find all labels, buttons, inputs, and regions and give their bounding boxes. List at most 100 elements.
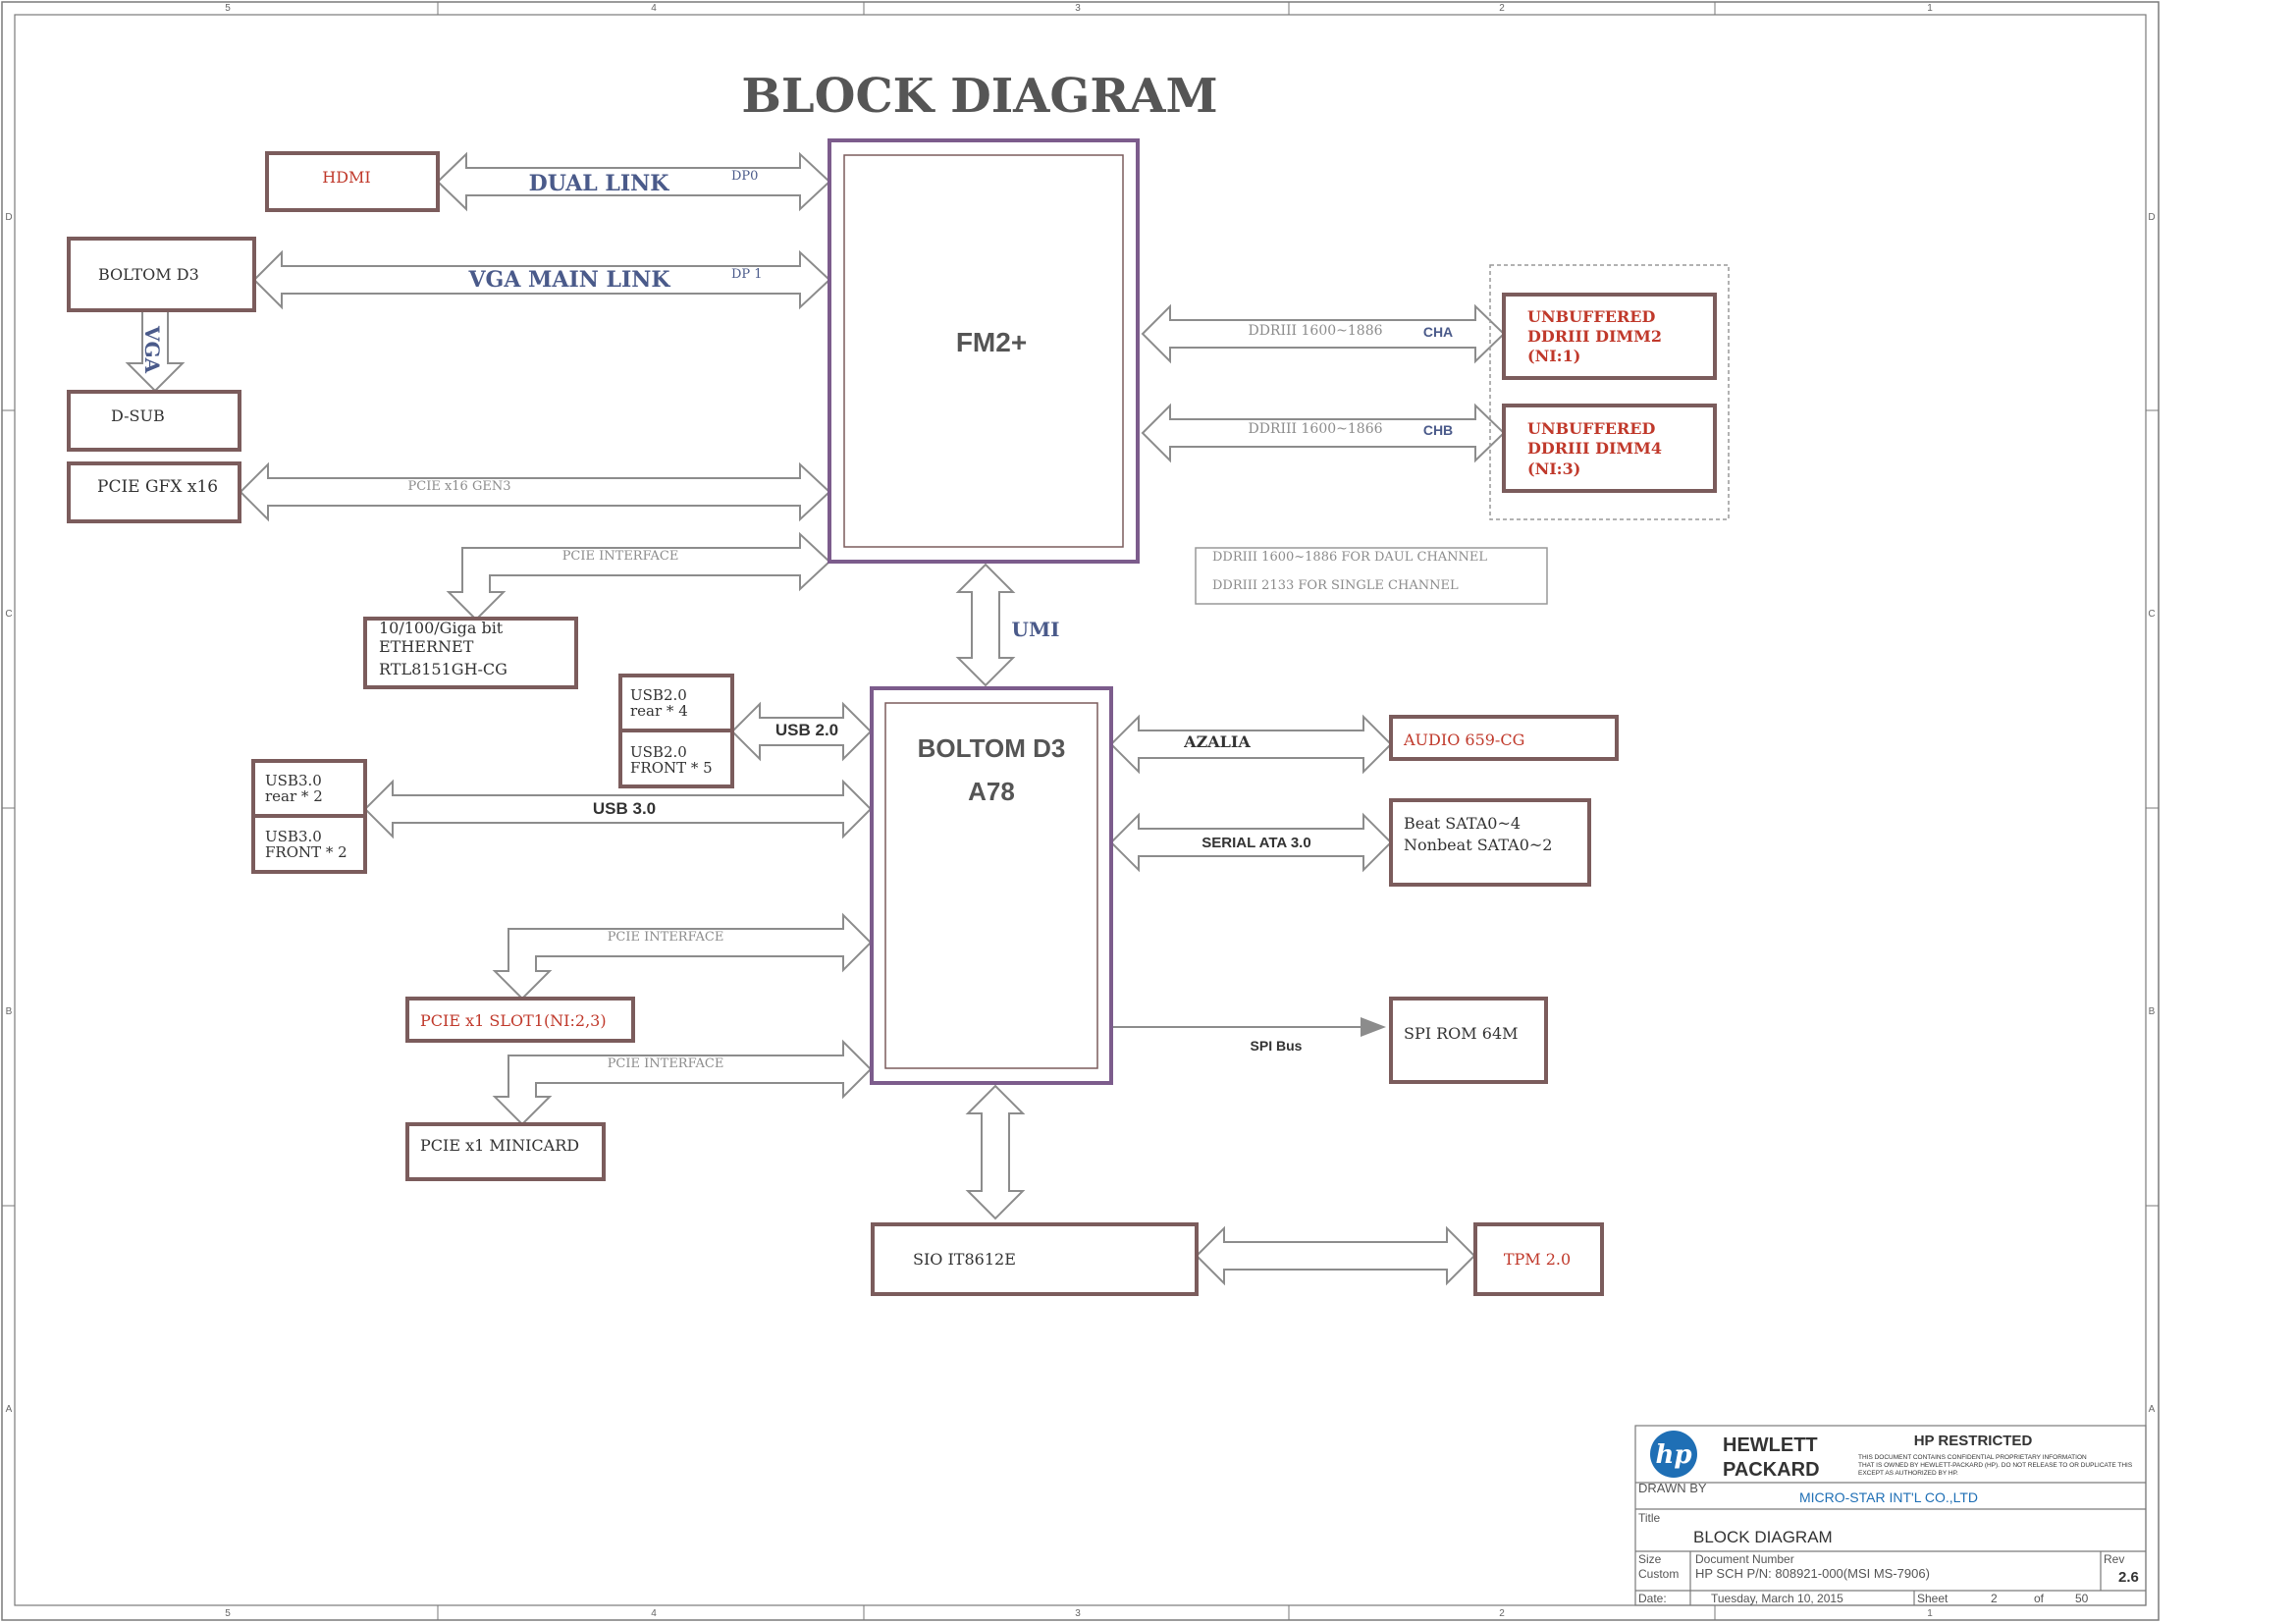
arrow-tpm bbox=[1195, 1225, 1476, 1286]
date-label: Date: bbox=[1638, 1592, 1667, 1605]
sheet-label: Sheet bbox=[1917, 1592, 1949, 1605]
arrow-azalia bbox=[1109, 714, 1393, 775]
notice-line-2: THAT IS OWNED BY HEWLETT-PACKARD (HP). D… bbox=[1858, 1462, 2133, 1469]
arrow-pcie-interface-ethernet bbox=[446, 531, 831, 622]
border-col-bottom-2: 2 bbox=[1499, 1608, 1505, 1619]
date-value: Tuesday, March 10, 2015 bbox=[1711, 1592, 1843, 1605]
border-col-top-1: 1 bbox=[1927, 3, 1933, 14]
drawn-by-label: DRAWN BY bbox=[1638, 1481, 1707, 1495]
chb-label: CHB bbox=[1423, 422, 1453, 438]
dsub-box bbox=[67, 390, 241, 452]
title-field-value: BLOCK DIAGRAM bbox=[1693, 1528, 1833, 1546]
border-row-right-c: C bbox=[2148, 609, 2155, 620]
fch-box-outer bbox=[870, 686, 1113, 1085]
boltom-vga-label: BOLTOM D3 bbox=[98, 265, 199, 284]
arrow-vga bbox=[125, 309, 186, 393]
bus-arrows bbox=[125, 151, 1506, 1286]
company-line-1: HEWLETT bbox=[1723, 1434, 1818, 1456]
tpm-box bbox=[1473, 1222, 1604, 1296]
usb2-front-label-1: USB2.0 bbox=[630, 743, 687, 761]
border-row-right-a: A bbox=[2149, 1404, 2156, 1415]
ethernet-label-2: ETHERNET bbox=[379, 637, 474, 656]
border-col-ticks bbox=[2, 2, 2159, 1620]
sata-link-label: SERIAL ATA 3.0 bbox=[1201, 835, 1310, 851]
notice-line-1: THIS DOCUMENT CONTAINS CONFIDENTIAL PROP… bbox=[1858, 1454, 2087, 1461]
fm2-label: FM2+ bbox=[956, 327, 1027, 357]
audio-label: AUDIO 659-CG bbox=[1403, 730, 1524, 749]
ddr-chb-label: DDRIII 1600~1866 bbox=[1248, 421, 1382, 437]
arrow-lpc bbox=[965, 1084, 1026, 1220]
component-boxes bbox=[67, 151, 1717, 1296]
docnum-label: Document Number bbox=[1695, 1552, 1794, 1566]
fch-label-1: BOLTOM D3 bbox=[918, 733, 1066, 763]
pcie-interface-ethernet-label: PCIE INTERFACE bbox=[562, 549, 679, 564]
dp1-label: DP 1 bbox=[731, 267, 763, 282]
dual-link-label: DUAL LINK bbox=[529, 171, 670, 196]
arrow-pcie-interface-slot bbox=[492, 912, 873, 1001]
cha-label: CHA bbox=[1423, 324, 1453, 340]
border-row-left-d: D bbox=[5, 212, 12, 223]
size-value: Custom bbox=[1638, 1567, 1679, 1581]
dimm2-label-3: (NI:1) bbox=[1527, 347, 1580, 365]
usb20-link-label: USB 2.0 bbox=[775, 721, 838, 739]
sata-label-2: Nonbeat SATA0~2 bbox=[1404, 836, 1552, 854]
border-row-right-b: B bbox=[2149, 1006, 2156, 1017]
svg-text:hp: hp bbox=[1655, 1440, 1691, 1470]
dsub-label: D-SUB bbox=[111, 406, 165, 425]
border-col-top-2: 2 bbox=[1499, 3, 1505, 14]
ddr-cha-label: DDRIII 1600~1886 bbox=[1248, 323, 1382, 339]
dimm4-label-1: UNBUFFERED bbox=[1527, 419, 1655, 438]
border-row-left-c: C bbox=[5, 609, 12, 620]
hdmi-label: HDMI bbox=[322, 168, 370, 187]
dimm4-box bbox=[1502, 404, 1717, 493]
of-value: 50 bbox=[2075, 1592, 2089, 1605]
minicard-box bbox=[405, 1122, 606, 1181]
hdmi-box bbox=[265, 151, 440, 212]
of-label: of bbox=[2034, 1592, 2045, 1605]
usb2-front-box bbox=[618, 729, 734, 788]
border-row-left-a: A bbox=[6, 1404, 13, 1415]
border-row-right-d: D bbox=[2148, 212, 2155, 223]
usb3-rear-box bbox=[251, 759, 367, 818]
chip-boxes bbox=[828, 138, 1140, 1085]
diagram-title: BLOCK DIAGRAM bbox=[741, 69, 1217, 124]
dimm4-label-3: (NI:3) bbox=[1527, 460, 1580, 478]
border-labels: 5 4 3 2 1 5 4 3 2 1 D C B A D C B A bbox=[5, 3, 2155, 1619]
title-field-label: Title bbox=[1638, 1511, 1661, 1525]
rev-value: 2.6 bbox=[2118, 1569, 2139, 1586]
hp-logo-icon: hp bbox=[1650, 1431, 1697, 1478]
pcie-gfx-label: PCIE GFX x16 bbox=[97, 477, 218, 497]
usb3-front-label-1: USB3.0 bbox=[265, 828, 322, 845]
drawn-by-value: MICRO-STAR INT'L CO.,LTD bbox=[1799, 1489, 1978, 1505]
border-col-bottom-3: 3 bbox=[1075, 1608, 1081, 1619]
sio-box bbox=[871, 1222, 1199, 1296]
docnum-value: HP SCH P/N: 808921-000(MSI MS-7906) bbox=[1695, 1566, 1930, 1581]
notes-box bbox=[1195, 547, 1548, 605]
pcie-slot-label: PCIE x1 SLOT1(NI:2,3) bbox=[420, 1011, 607, 1030]
usb2-front-label-2: FRONT * 5 bbox=[630, 759, 713, 777]
usb2-rear-label-1: USB2.0 bbox=[630, 686, 687, 704]
ethernet-box bbox=[363, 617, 578, 689]
dp0-label: DP0 bbox=[731, 169, 758, 184]
sata-label-1: Beat SATA0~4 bbox=[1404, 814, 1521, 833]
pcie-interface-slot-label: PCIE INTERFACE bbox=[608, 930, 724, 945]
fm2-box-outer bbox=[828, 138, 1140, 564]
fch-label-2: A78 bbox=[968, 777, 1015, 806]
spi-rom-label: SPI ROM 64M bbox=[1404, 1024, 1519, 1043]
restricted-label: HP RESTRICTED bbox=[1914, 1433, 2033, 1449]
usb30-link-label: USB 3.0 bbox=[593, 799, 656, 818]
size-label: Size bbox=[1638, 1552, 1662, 1566]
pcie-x16-label: PCIE x16 GEN3 bbox=[408, 479, 511, 494]
company-line-2: PACKARD bbox=[1723, 1459, 1820, 1481]
pcie-interface-minicard-label: PCIE INTERFACE bbox=[608, 1056, 724, 1071]
arrow-spi-head bbox=[1361, 1017, 1386, 1037]
usb2-rear-label-2: rear * 4 bbox=[630, 702, 688, 720]
border-col-bottom-4: 4 bbox=[651, 1608, 657, 1619]
arrow-umi bbox=[955, 563, 1016, 687]
sio-label: SIO IT8612E bbox=[913, 1250, 1016, 1269]
spi-rom-box bbox=[1389, 997, 1548, 1084]
sata-box bbox=[1389, 798, 1591, 887]
dimm4-label-2: DDRIII DIMM4 bbox=[1527, 439, 1662, 458]
dimm-group-outline bbox=[1489, 264, 1730, 520]
